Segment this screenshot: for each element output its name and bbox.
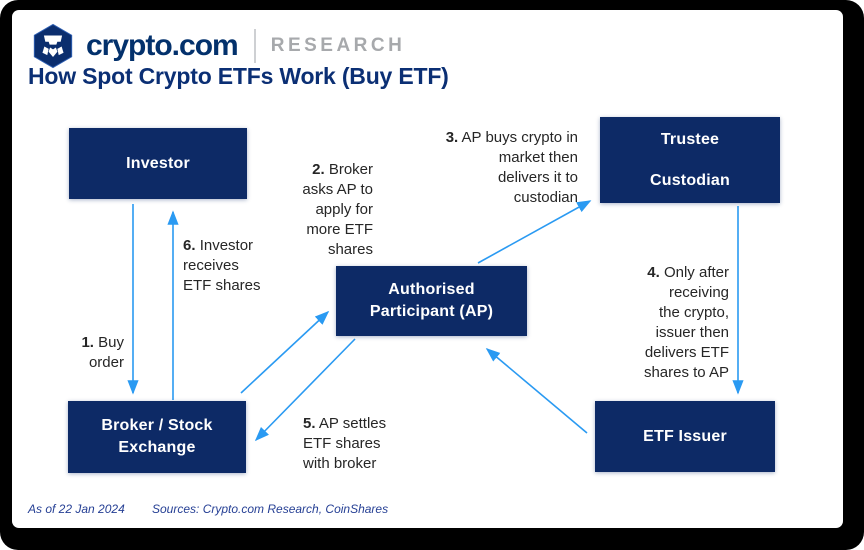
- step-label-3: 3. AP buys crypto in market then deliver…: [408, 128, 578, 208]
- arrow-3-ap-to-custodian: [477, 200, 592, 264]
- arrow-5-ap-to-broker: [254, 338, 356, 442]
- step-label-2: 2. Broker asks AP to apply for more ETF …: [273, 160, 373, 260]
- step-text: Buy order: [88, 334, 124, 371]
- step-number: 3.: [445, 129, 459, 146]
- crypto-com-logo-icon: [33, 23, 73, 69]
- step-number: 4.: [647, 264, 660, 281]
- step-text: Only after receiving the crypto, issuer …: [643, 264, 729, 381]
- step-label-6: 6. Investor receives ETF shares: [183, 236, 293, 296]
- footer-as-of: As of 22 Jan 2024: [28, 502, 125, 516]
- step-text: Investor receives ETF shares: [183, 237, 261, 294]
- node-authorised-participant: Authorised Participant (AP): [336, 266, 527, 336]
- step-number: 5.: [303, 415, 316, 432]
- node-investor: Investor: [69, 128, 247, 199]
- step-label-5: 5. AP settles ETF shares with broker: [303, 414, 433, 474]
- brand-header: crypto.com RESEARCH: [30, 23, 405, 69]
- step-label-1: 1. Buy order: [44, 333, 124, 373]
- node-trustee-label: Trustee: [660, 130, 720, 148]
- page-title: How Spot Crypto ETFs Work (Buy ETF): [28, 63, 449, 89]
- brand-research-label: RESEARCH: [270, 35, 406, 56]
- infographic-card: crypto.com RESEARCH How Spot Crypto ETFs…: [12, 10, 843, 528]
- step-text: AP settles ETF shares with broker: [303, 415, 387, 472]
- header-divider: [253, 29, 256, 63]
- brand-wordmark: crypto.com: [86, 29, 239, 62]
- node-custodian-label: Custodian: [649, 171, 731, 189]
- node-etf-issuer: ETF Issuer: [595, 401, 775, 472]
- node-trustee-custodian: Trustee Custodian: [600, 117, 780, 203]
- flow-arrows: [127, 200, 744, 442]
- footer-sources: Sources: Crypto.com Research, CoinShares: [152, 502, 389, 516]
- node-broker-stock-exchange: Broker / Stock Exchange: [68, 401, 246, 473]
- step-label-4: 4. Only after receiving the crypto, issu…: [619, 263, 729, 383]
- step-text: Broker asks AP to apply for more ETF sha…: [302, 161, 373, 258]
- step-number: 6.: [183, 237, 196, 254]
- arrow-5-issuer-to-ap: [485, 347, 588, 434]
- step-number: 1.: [81, 334, 94, 351]
- arrow-2-broker-to-ap: [240, 310, 330, 394]
- step-number: 2.: [312, 161, 325, 178]
- step-text: AP buys crypto in market then delivers i…: [461, 129, 578, 206]
